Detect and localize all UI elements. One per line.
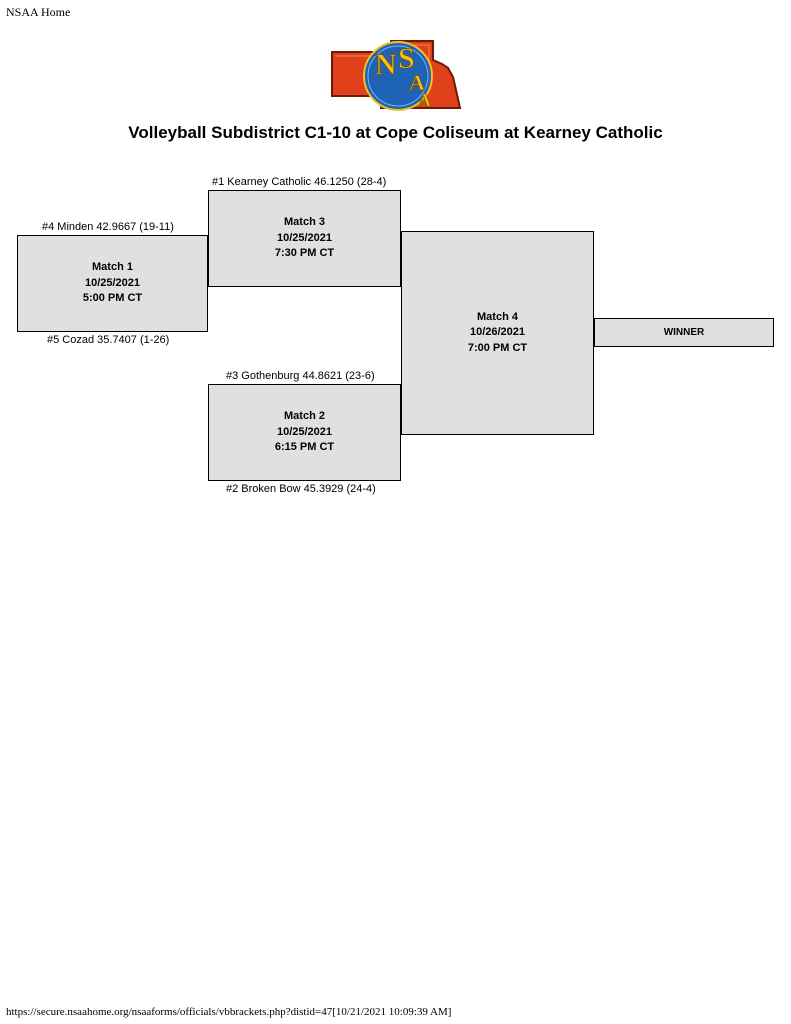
match4-time: 7:00 PM CT bbox=[467, 341, 528, 354]
match2-top-team: #3 Gothenburg 44.8621 (23-6) bbox=[226, 370, 375, 382]
match1-bottom-team: #5 Cozad 35.7407 (1-26) bbox=[47, 334, 170, 346]
match1-date: 10/25/2021 bbox=[84, 276, 141, 289]
match1-time: 5:00 PM CT bbox=[82, 292, 143, 305]
logo-letter-s: S bbox=[398, 42, 415, 75]
nsaa-home-link[interactable]: NSAA Home bbox=[6, 5, 71, 19]
match2-bottom-team: #2 Broken Bow 45.3929 (24-4) bbox=[226, 483, 376, 495]
footer-url: https://secure.nsaahome.org/nsaaforms/of… bbox=[6, 1006, 452, 1018]
logo-letter-a1: A bbox=[409, 70, 425, 95]
match2-label: Match 2 bbox=[284, 410, 325, 423]
match2-time: 6:15 PM CT bbox=[274, 441, 335, 454]
nebraska-logo-graphic: N S A A bbox=[331, 40, 462, 111]
match2-box: Match 2 10/25/2021 6:15 PM CT bbox=[208, 384, 401, 481]
match4-label: Match 4 bbox=[477, 310, 518, 323]
match1-top-team: #4 Minden 42.9667 (19-11) bbox=[42, 221, 174, 233]
match4-date: 10/26/2021 bbox=[469, 326, 526, 339]
logo-letter-n: N bbox=[375, 48, 397, 81]
match3-label: Match 3 bbox=[284, 216, 325, 229]
match2-date: 10/25/2021 bbox=[276, 425, 333, 438]
match3-time: 7:30 PM CT bbox=[274, 247, 335, 260]
match3-top-team: #1 Kearney Catholic 46.1250 (28-4) bbox=[212, 176, 387, 188]
logo-letter-a2: A bbox=[418, 90, 431, 110]
match1-label: Match 1 bbox=[92, 261, 133, 274]
page-title: Volleyball Subdistrict C1-10 at Cope Col… bbox=[128, 123, 663, 142]
match3-date: 10/25/2021 bbox=[276, 231, 333, 244]
match4-box: Match 4 10/26/2021 7:00 PM CT bbox=[401, 231, 594, 435]
nsaa-logo: N S A A bbox=[329, 38, 463, 114]
winner-label: WINNER bbox=[663, 327, 705, 338]
winner-box: WINNER bbox=[594, 318, 774, 347]
match3-box: Match 3 10/25/2021 7:30 PM CT bbox=[208, 190, 401, 287]
match1-box: Match 1 10/25/2021 5:00 PM CT bbox=[17, 235, 208, 332]
